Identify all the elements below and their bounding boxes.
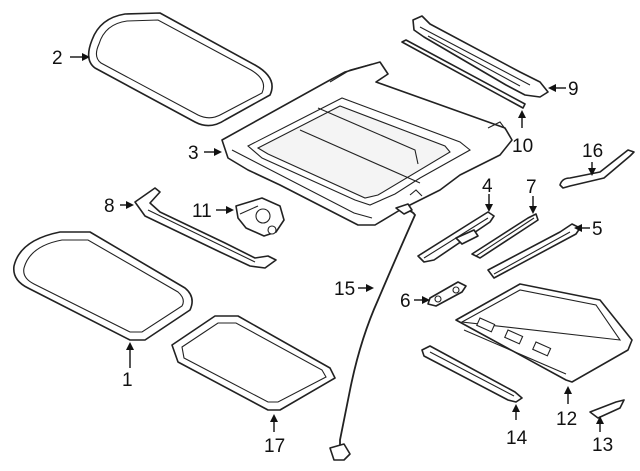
- callout-8-label: 8: [104, 196, 115, 217]
- callout-1: 1: [122, 342, 134, 391]
- callout-8: 8: [104, 196, 134, 217]
- part-3-frame-assembly[interactable]: [221, 61, 513, 226]
- callout-6-label: 6: [400, 291, 411, 312]
- callout-6: 6: [400, 291, 430, 312]
- part-7-rail-strip[interactable]: [471, 213, 539, 259]
- part-6-bracket[interactable]: [427, 281, 467, 307]
- callout-2: 2: [52, 48, 90, 69]
- callout-10-label: 10: [512, 136, 533, 157]
- callout-13: 13: [592, 416, 613, 456]
- callout-10: 10: [512, 110, 533, 157]
- part-8-front-trim[interactable]: [134, 187, 277, 269]
- callout-17: 17: [264, 414, 285, 457]
- part-9-wind-deflector[interactable]: [412, 15, 549, 98]
- part-16-drain-hose[interactable]: [559, 149, 635, 189]
- callout-11-label: 11: [192, 201, 212, 222]
- callout-14: 14: [506, 404, 528, 449]
- callout-15-label: 15: [334, 279, 355, 300]
- callout-15: 15: [334, 279, 374, 300]
- part-17-weatherstrip[interactable]: [171, 315, 336, 411]
- callout-12: 12: [556, 386, 577, 430]
- callout-2-label: 2: [52, 48, 63, 69]
- callout-7-label: 7: [526, 177, 537, 198]
- callout-14-label: 14: [506, 428, 528, 449]
- part-13-clip[interactable]: [589, 399, 625, 419]
- callout-12-label: 12: [556, 409, 577, 430]
- callout-5-label: 5: [592, 219, 603, 240]
- part-5-side-rail[interactable]: [487, 223, 581, 279]
- part-2-glass-panel[interactable]: [87, 12, 273, 127]
- callout-9: 9: [548, 79, 579, 100]
- callout-17-label: 17: [264, 436, 285, 457]
- part-1-glass-panel[interactable]: [12, 231, 193, 341]
- callout-13-label: 13: [592, 435, 613, 456]
- part-15-drive-cable[interactable]: [329, 203, 417, 461]
- callout-3: 3: [188, 143, 222, 164]
- callout-1-label: 1: [122, 370, 133, 391]
- part-11-drive-motor[interactable]: [235, 197, 285, 237]
- part-14-rear-trim[interactable]: [421, 345, 523, 403]
- part-10-seal-strip[interactable]: [401, 39, 526, 109]
- callout-9-label: 9: [568, 79, 579, 100]
- callout-7: 7: [526, 177, 537, 214]
- callout-5: 5: [574, 219, 603, 240]
- part-12-sunshade[interactable]: [455, 283, 633, 383]
- part-4-guide-rail[interactable]: [417, 211, 495, 263]
- callout-16: 16: [582, 141, 603, 176]
- callout-4: 4: [482, 176, 493, 212]
- callout-4-label: 4: [482, 176, 493, 197]
- callout-16-label: 16: [582, 141, 603, 162]
- callout-3-label: 3: [188, 143, 199, 164]
- callout-11: 11: [192, 201, 234, 222]
